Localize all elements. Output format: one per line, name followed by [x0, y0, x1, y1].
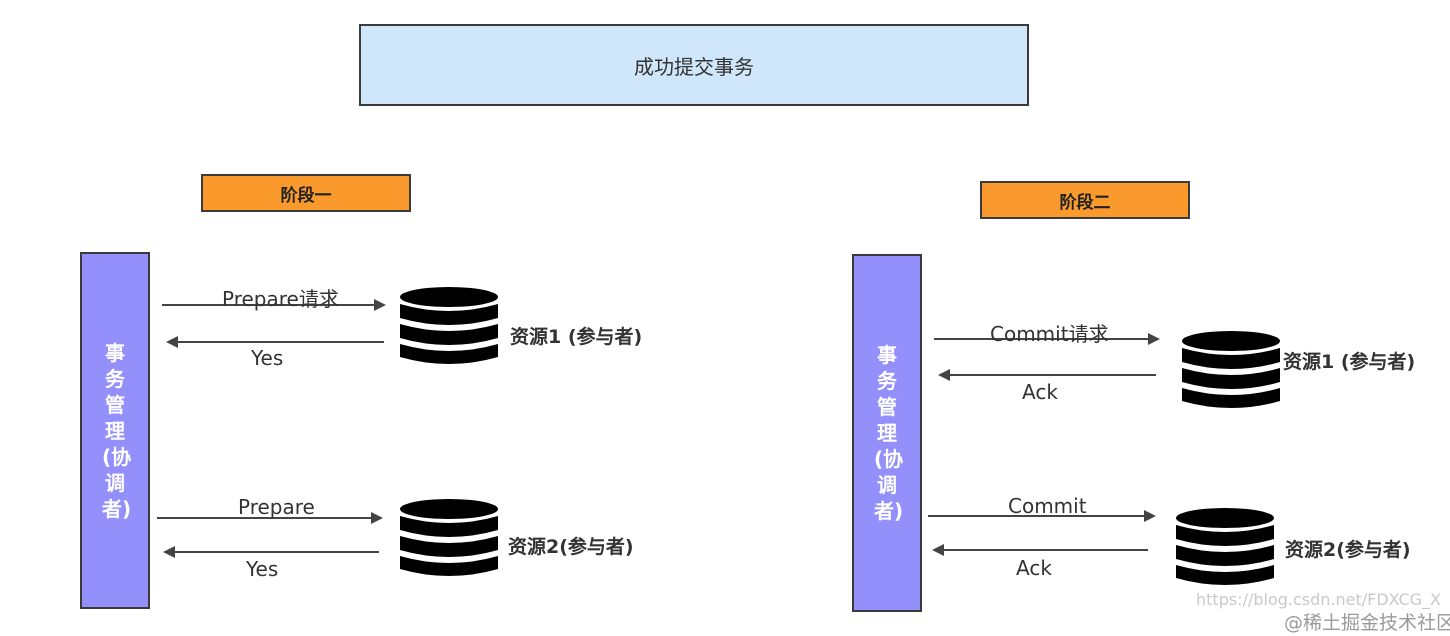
resource-1-phase-two: 资源1 (参与者) [1283, 351, 1416, 373]
phase-two-label: 阶段二 [980, 181, 1190, 219]
database-icon [400, 287, 498, 364]
arrow-yes-2 [163, 546, 379, 558]
arrow-commit-request-1 [934, 333, 1160, 345]
label-prepare-request-1: Prepare请求 [222, 287, 339, 311]
coordinator-phase-two-label: 事务管理(协调者) [874, 343, 904, 523]
label-commit-request-2: Commit [1008, 494, 1087, 518]
arrow-ack-1 [938, 369, 1156, 381]
title-box: 成功提交事务 [359, 24, 1029, 106]
database-icon [1182, 331, 1280, 408]
watermark-site: @稀土掘金技术社区 [1284, 612, 1450, 634]
coordinator-phase-one-label: 事务管理(协调者) [102, 340, 132, 521]
arrow-prepare-request-2 [157, 512, 383, 524]
resource-1-phase-one: 资源1 (参与者) [510, 326, 643, 348]
watermark-url: https://blog.csdn.net/FDXCG_X [1196, 590, 1441, 609]
coordinator-phase-one: 事务管理(协调者) [80, 252, 150, 609]
resource-2-phase-two: 资源2(参与者) [1285, 539, 1411, 561]
diagram-title: 成功提交事务 [634, 54, 754, 79]
label-yes-1: Yes [251, 346, 284, 370]
phase-one-label: 阶段一 [201, 174, 411, 212]
arrow-yes-1 [166, 336, 384, 348]
coordinator-phase-two: 事务管理(协调者) [852, 254, 922, 612]
arrow-prepare-request-1 [162, 299, 386, 311]
label-yes-2: Yes [246, 557, 279, 581]
label-commit-request-1: Commit请求 [990, 322, 1109, 346]
phase-two-text: 阶段二 [1059, 192, 1111, 213]
label-prepare-request-2: Prepare [238, 495, 315, 519]
label-ack-2: Ack [1016, 556, 1052, 580]
database-icon [1176, 508, 1274, 585]
database-icon [400, 499, 498, 576]
arrow-commit-request-2 [928, 510, 1156, 522]
phase-one-text: 阶段一 [280, 185, 332, 206]
arrow-ack-2 [932, 544, 1148, 556]
label-ack-1: Ack [1022, 380, 1058, 404]
resource-2-phase-one: 资源2(参与者) [508, 536, 634, 558]
